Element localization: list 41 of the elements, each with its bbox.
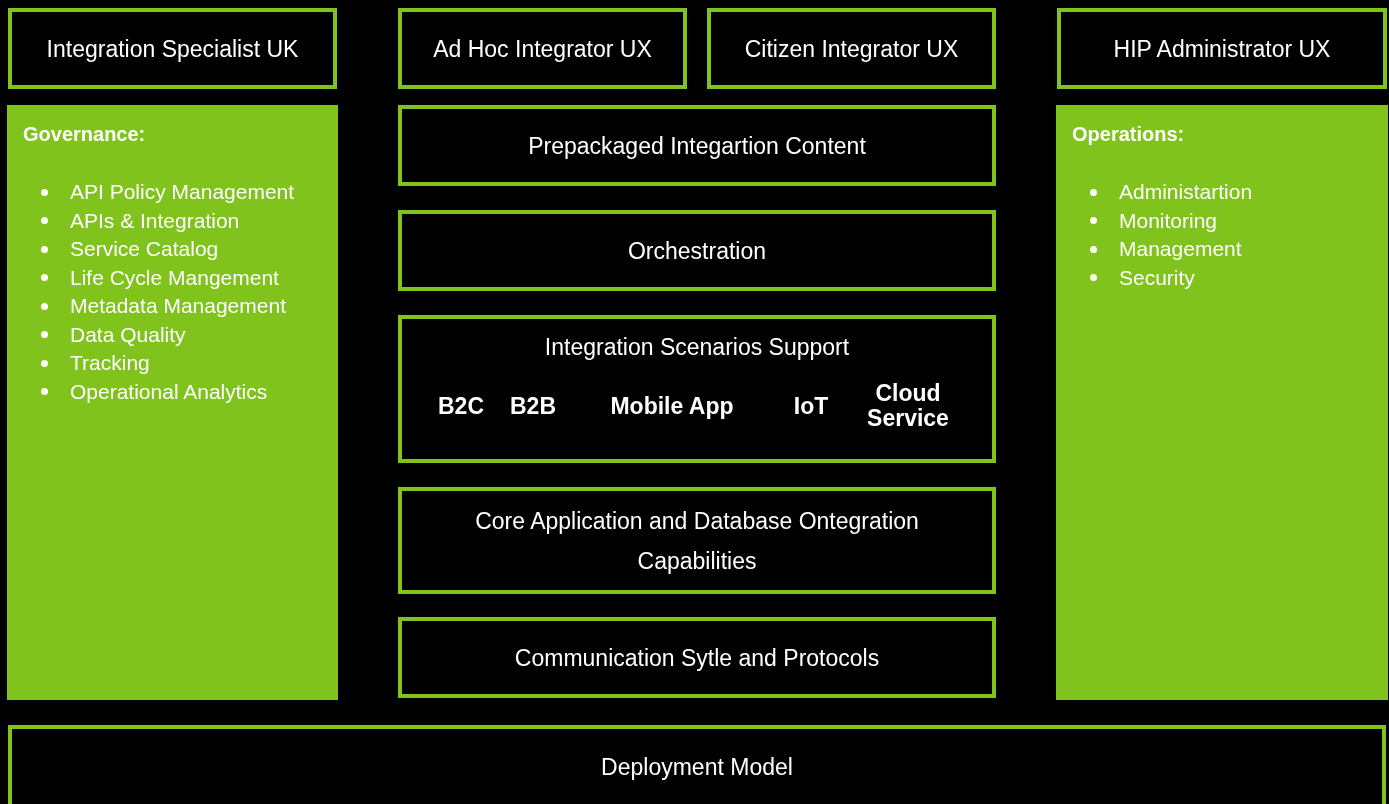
layer-box: [398, 315, 996, 463]
bullet-item: Operational Analytics: [70, 378, 268, 405]
side-panel: [7, 105, 338, 700]
bullet-item: Metadata Management: [70, 293, 286, 319]
side-panel: [1056, 105, 1388, 700]
bullet-item: API Policy Management: [70, 179, 295, 205]
scenario-label: Mobile App: [609, 393, 735, 419]
bullet-item: Management: [1119, 236, 1242, 262]
persona-box: [707, 8, 996, 89]
bullet-item: Service Catalog: [70, 236, 219, 262]
persona-box: [8, 8, 337, 89]
scenario-label: Cloud Service: [866, 381, 950, 431]
bullet-item: Life Cycle Mangement: [70, 264, 279, 291]
bullet-item: Security: [1119, 264, 1195, 291]
box-label: Ad Hoc Integrator UX: [433, 34, 652, 64]
layer-box: [398, 210, 996, 291]
scenario-label: IoT: [792, 393, 830, 419]
box-label: Communication Sytle and Protocols: [514, 643, 880, 673]
bullet-item: APIs & Integration: [70, 207, 240, 234]
bullet-item: Monitoring: [1119, 207, 1218, 234]
bullet-item: Tracking: [70, 350, 150, 376]
scenario-label: B2B: [509, 393, 557, 419]
box-label: Prepackaged Integartion Content: [528, 131, 866, 161]
layer-box: [8, 725, 1386, 804]
bullet-item: Data Quality: [70, 321, 186, 348]
box-label: Deployment Model: [601, 753, 793, 782]
layer-box: [398, 105, 996, 186]
scenario-label: B2C: [437, 393, 485, 419]
box-label: Core Application and Database Ontegration Capabilities: [474, 506, 920, 576]
box-label: Integration Scenarios Support: [544, 333, 850, 362]
box-label: Orchestration: [627, 236, 767, 266]
persona-box: [398, 8, 687, 89]
box-label: HIP Administrator UX: [1113, 34, 1331, 64]
box-label: Citizen Integrator UX: [744, 34, 959, 64]
box-label: Integration Specialist UK: [46, 34, 299, 64]
bullet-item: Administartion: [1119, 179, 1253, 205]
layer-box: [398, 617, 996, 698]
layer-box: [398, 487, 996, 594]
panel-heading: Governance:: [23, 123, 147, 146]
panel-heading: Operations:: [1072, 123, 1186, 146]
persona-box: [1057, 8, 1387, 89]
